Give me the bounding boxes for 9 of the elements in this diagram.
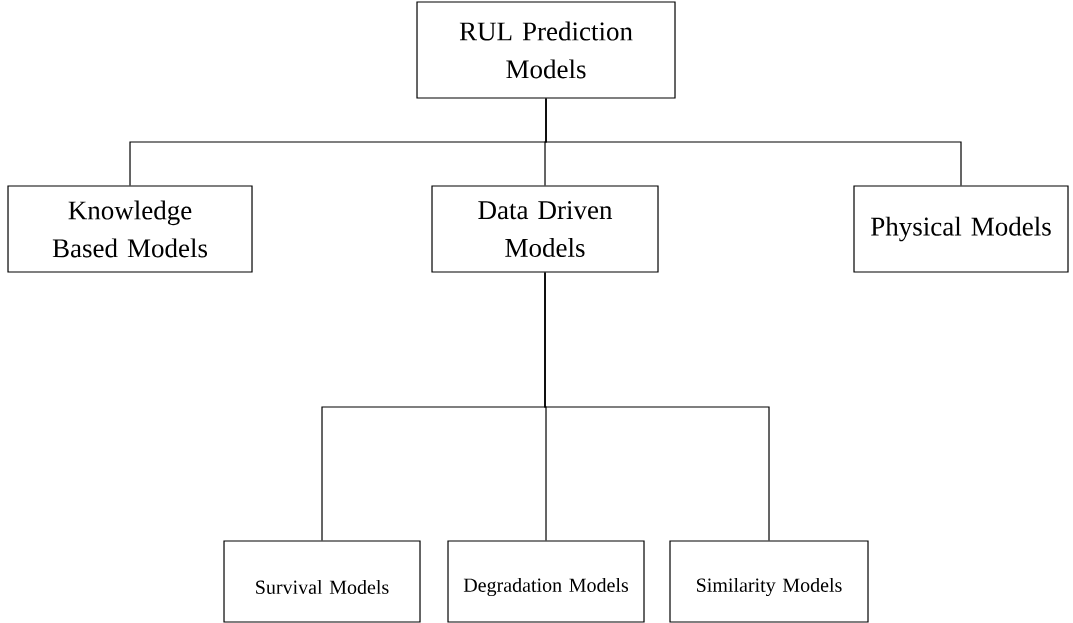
model-box: Knowledge Based Models xyxy=(7,185,253,273)
connector-line xyxy=(545,98,962,186)
connector-line xyxy=(544,272,770,541)
model-box: Physical Models xyxy=(853,185,1069,273)
model-box: Survival Models xyxy=(223,540,421,623)
model-box: RUL Prediction Models xyxy=(416,1,676,99)
model-box: Degradation Models xyxy=(447,540,645,623)
model-box: Data Driven Models xyxy=(431,185,659,273)
model-box: Similarity Models xyxy=(669,540,869,623)
